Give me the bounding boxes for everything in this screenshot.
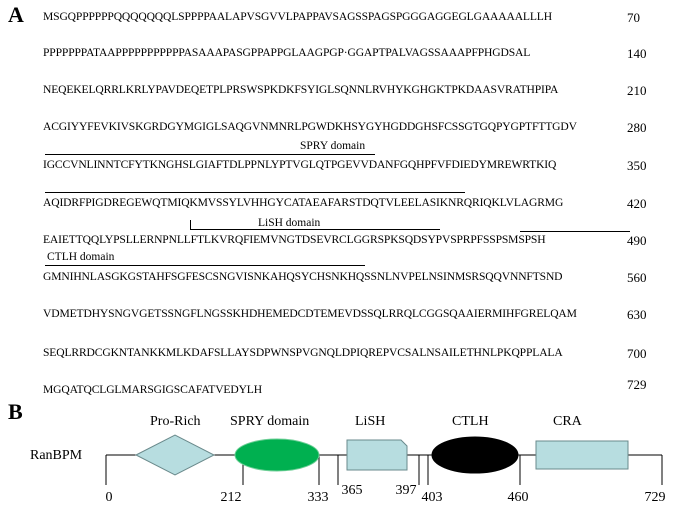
cra-label: CRA xyxy=(553,414,583,429)
ctlh-domain-label: CTLH domain xyxy=(47,251,115,263)
sequence-line: MGQATQCLGLMARSGIGSCAFATVEDYLH xyxy=(43,383,262,396)
position-212: 212 xyxy=(221,490,242,505)
spry-domain-line-bottom xyxy=(45,192,465,193)
sequence-line-end-position: 560 xyxy=(627,270,647,285)
protein-name: RanBPM xyxy=(30,448,83,463)
position-460: 460 xyxy=(508,490,529,505)
sequence-line: SEQLRRDCGKNTANKKMLKDAFSLLAYSDPWNSPVGNQLD… xyxy=(43,346,563,359)
domain-architecture-diagram: Pro-Rich SPRY domain LiSH CTLH CRA RanBP… xyxy=(30,414,666,505)
position-365: 365 xyxy=(342,483,363,498)
sequence-line: EAIETTQQLYPSLLERNPNLLFTLKVRQFIEMVNGTDSEV… xyxy=(43,233,546,246)
position-0: 0 xyxy=(106,490,113,505)
lish-domain-shape xyxy=(346,439,408,471)
position-ticks xyxy=(105,455,663,485)
sequence-line: AQIDRFPIGDREGEWQTMIQKMVSSYLVHHGYCATAEAFA… xyxy=(43,196,564,209)
pro-rich-domain-shape xyxy=(134,434,216,476)
sequence-line: MSGQPPPPPPQQQQQQQLSPPPPAALAPVSGVVLPAPPAV… xyxy=(43,10,552,23)
lish-domain-line xyxy=(190,229,440,230)
panel-b-label: B xyxy=(8,399,23,424)
spry-domain-label: SPRY domain xyxy=(300,140,366,152)
sequence-line: VDMETDHYSNGVGETSSNGFLNGSSKHDHEMEDCDTEMEV… xyxy=(43,307,577,320)
cra-domain-shape xyxy=(535,440,629,470)
sequence-line-end-position: 630 xyxy=(627,307,647,322)
sequence-line-end-position: 420 xyxy=(627,196,647,211)
sequence-line-end-position: 700 xyxy=(627,346,647,361)
spry-label: SPRY domain xyxy=(230,414,309,429)
position-729: 729 xyxy=(645,490,666,505)
ctlh-domain-line-bottom xyxy=(45,265,365,266)
sequence-line-end-position: 210 xyxy=(627,83,647,98)
lish-label: LiSH xyxy=(355,414,385,429)
sequence-line: ACGIYYFEVKIVSKGRDGYMGIGLSAQGVNMNRLPGWDKH… xyxy=(43,120,577,133)
position-397: 397 xyxy=(396,483,417,498)
lish-domain-tick xyxy=(190,220,191,229)
position-333: 333 xyxy=(308,490,329,505)
lish-domain-label: LiSH domain xyxy=(258,217,321,229)
sequence-line-end-position: 280 xyxy=(627,120,647,135)
spry-domain-line-top xyxy=(45,154,375,155)
ctlh-domain-line-top xyxy=(520,231,630,232)
sequence-line-end-position: 70 xyxy=(627,10,640,25)
sequence-line: NEQEKELQRRLKRLYPAVDEQETPLPRSWSPKDKFSYIGL… xyxy=(43,83,559,96)
spry-domain-shape xyxy=(234,438,320,472)
ctlh-domain-shape xyxy=(431,436,519,474)
sequence-line-end-position: 140 xyxy=(627,46,647,61)
sequence-line: GMNIHNLASGKGSTAHFSGFESCSNGVISNKAHQSYCHSN… xyxy=(43,270,563,283)
pro-rich-label: Pro-Rich xyxy=(150,414,201,429)
sequence-line-end-position: 490 xyxy=(627,233,647,248)
panel-a-label: A xyxy=(8,2,24,27)
sequence-line-end-position: 729 xyxy=(627,377,647,392)
ctlh-label: CTLH xyxy=(452,414,489,429)
sequence-line-end-position: 350 xyxy=(627,158,647,173)
position-403: 403 xyxy=(422,490,443,505)
sequence-line: PPPPPPPATAAPPPPPPPPPPPASAAAPASGPPAPPGLAA… xyxy=(43,46,531,59)
sequence-line: IGCCVNLINNTCFYTKNGHSLGIAFTDLPPNLYPTVGLQT… xyxy=(43,158,557,171)
